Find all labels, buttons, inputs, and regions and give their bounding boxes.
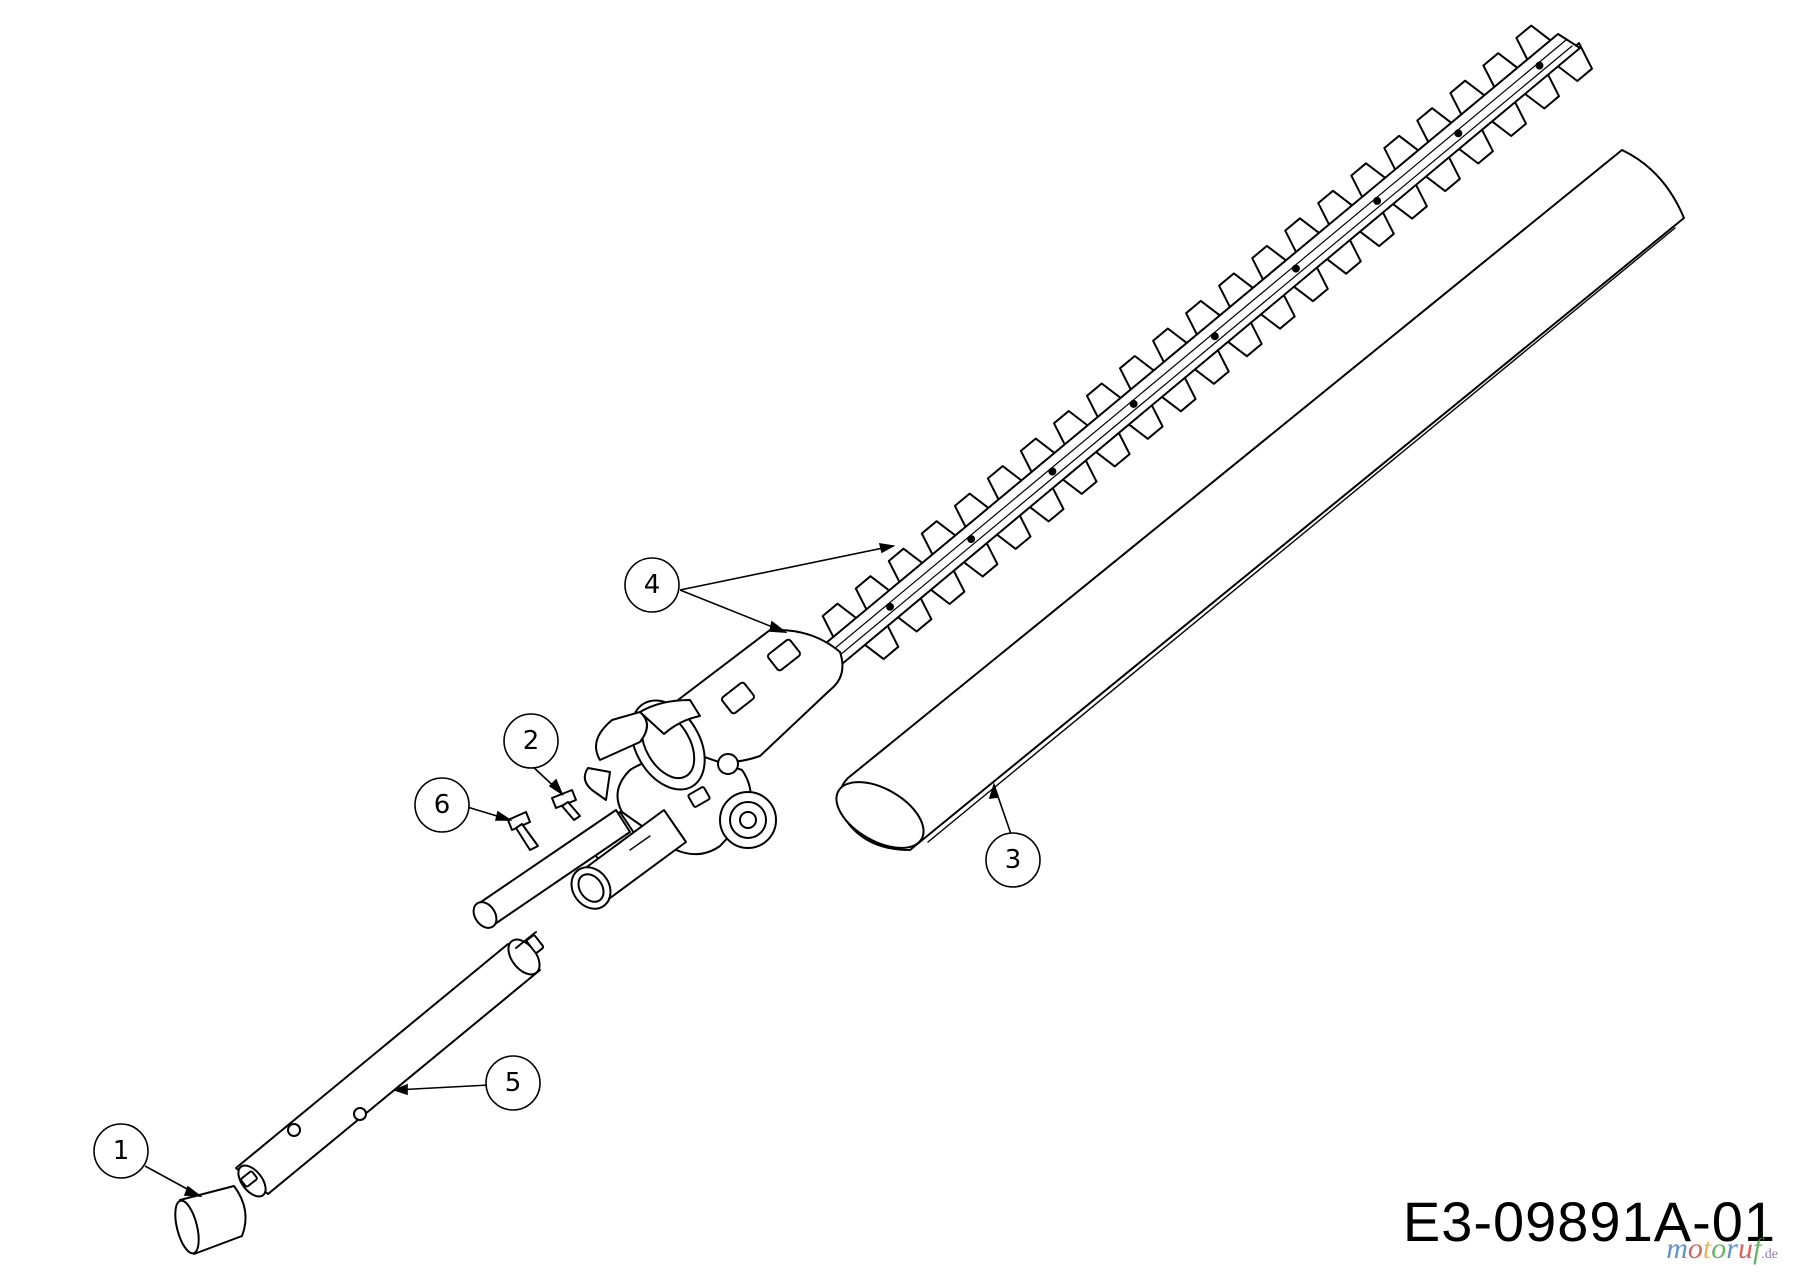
drive-shaft-upper [472, 809, 631, 929]
watermark-letter: o [1711, 1232, 1727, 1265]
watermark-letter: u [1737, 1232, 1753, 1265]
watermark-logo: motoruf.de [1666, 1232, 1778, 1266]
drawing-number: E3-09891A-01 [1402, 1190, 1776, 1253]
blade-rivet [1048, 467, 1057, 476]
arrow-head-5 [392, 1083, 408, 1096]
arrow-head-1 [183, 1185, 203, 1197]
blade-rivet [1291, 264, 1300, 273]
callout-3-label: 3 [1005, 845, 1022, 875]
arrow-head-6 [494, 810, 513, 821]
blade-rivet [1454, 129, 1463, 138]
shaft-tube [235, 931, 545, 1198]
callout-2: 2 [503, 713, 559, 769]
blade-rivets [886, 61, 1544, 611]
callout-2-label: 2 [523, 726, 540, 756]
hedge-blade [819, 24, 1593, 665]
callout-1-label: 1 [113, 1136, 130, 1166]
blade-rivet [1210, 332, 1219, 341]
callout-1: 1 [93, 1123, 149, 1179]
blade-rivet [967, 535, 976, 544]
callout-5: 5 [485, 1055, 541, 1111]
leader-line-4a [679, 545, 894, 591]
bolt-part-6 [507, 811, 539, 851]
arrow-head-2 [548, 778, 564, 797]
watermark-suffix: .de [1761, 1247, 1778, 1262]
blade-teeth-lower [859, 42, 1593, 661]
watermark-letter: r [1726, 1232, 1738, 1265]
callout-4-label: 4 [644, 570, 661, 600]
leader-line-4b [679, 589, 786, 633]
blade-rivet [1129, 399, 1138, 408]
watermark-letters: motoruf [1666, 1232, 1761, 1265]
arrow-head-3 [988, 782, 1000, 799]
leader-line-5 [394, 1084, 490, 1091]
blade-rivet [1535, 61, 1544, 70]
callout-6-label: 6 [434, 790, 451, 820]
coupling-tube [570, 809, 687, 910]
blade-sheath [835, 149, 1685, 851]
watermark-letter: m [1666, 1232, 1688, 1265]
blade-rivet [1373, 196, 1382, 205]
blade-rivet [886, 602, 894, 611]
arrow-head-4a [878, 543, 896, 554]
watermark-letter: o [1687, 1232, 1703, 1265]
watermark-letter: f [1752, 1232, 1762, 1265]
screw-part-2 [551, 789, 581, 821]
callout-3: 3 [985, 832, 1041, 888]
arrow-head-4b [769, 620, 788, 633]
watermark-letter: t [1702, 1232, 1712, 1265]
end-cap [174, 1185, 247, 1255]
callout-5-label: 5 [505, 1068, 522, 1098]
callout-6: 6 [414, 777, 470, 833]
blade-teeth-upper [821, 24, 1555, 643]
callout-4: 4 [624, 557, 680, 613]
